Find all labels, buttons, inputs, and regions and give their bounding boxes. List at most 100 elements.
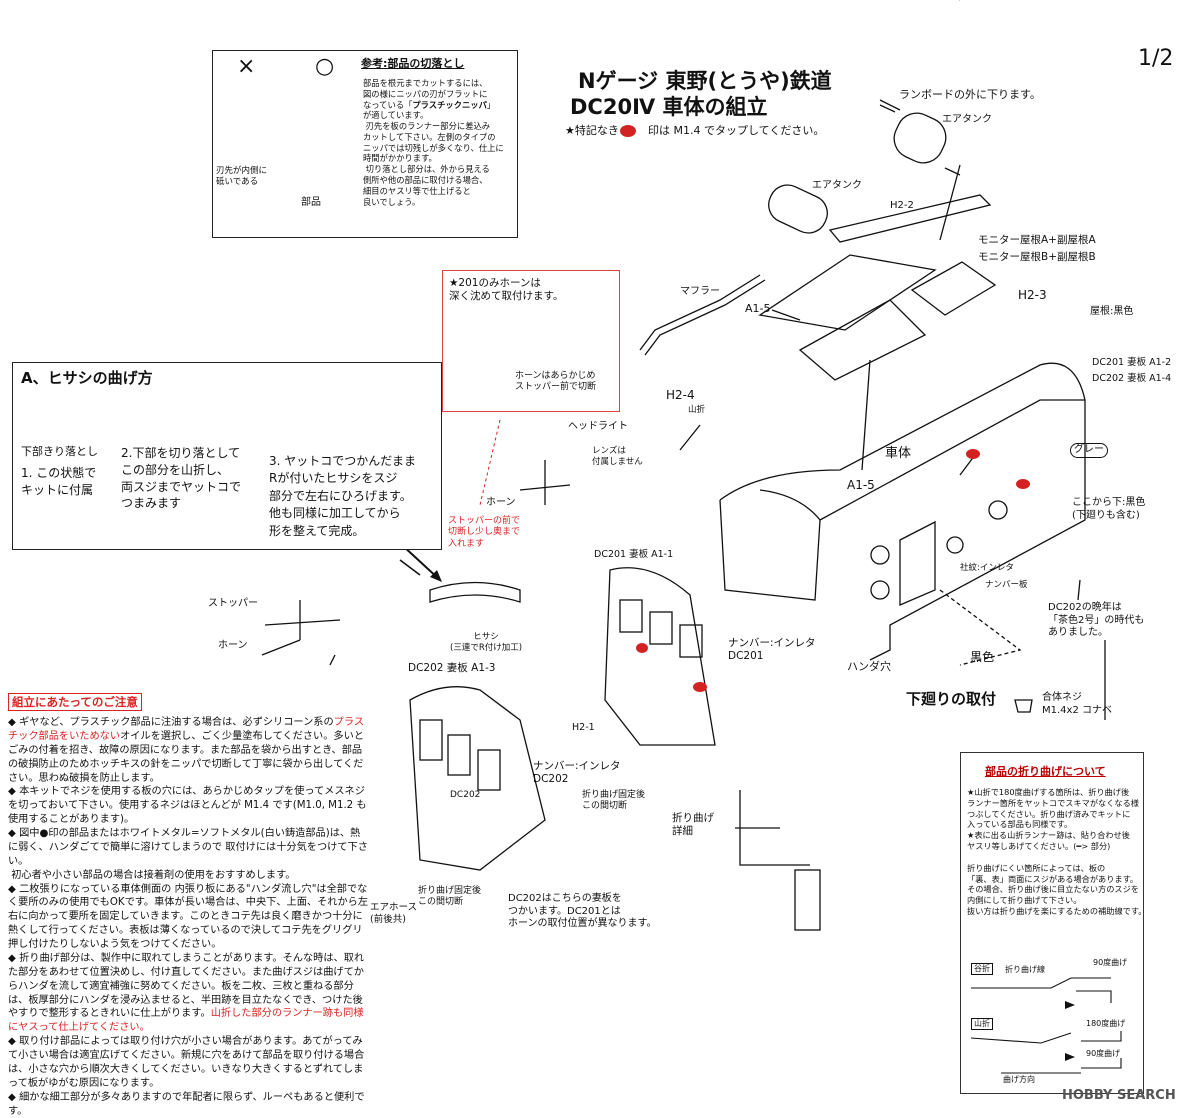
label-dc202-a13: DC202 妻板 A1-3 <box>408 662 496 674</box>
bend-illustration <box>970 977 1122 1074</box>
label-muffler: マフラー <box>680 286 720 297</box>
tap-markers <box>620 125 1030 692</box>
monitor-roof-a <box>798 299 927 381</box>
horn-sketch-left <box>261 600 341 656</box>
label-company-mark: 社紋:インレタ <box>960 563 1014 573</box>
bend-text-line: その場合、折り曲げ後に目立たない方のスジを <box>967 884 1139 895</box>
label-dc202-small: DC202 <box>450 790 481 800</box>
note-item: ◆ 図中●印の部品またはホワイトメタル=ソフトメタル(白い鋳造部品)は、熱に弱く… <box>8 828 368 881</box>
bend-tani-label: 谷折 <box>971 963 993 975</box>
hisashi-step2: 2.下部を切り落として この部分を山折し、 両スジまでヤットコで つまみます <box>121 446 242 511</box>
label-body: 車体 <box>885 446 912 461</box>
end-plate-dc201 <box>604 567 716 746</box>
page-number: 1/2 <box>1138 46 1174 71</box>
runboard <box>828 194 992 243</box>
label-stopper: ストッパー <box>208 598 258 609</box>
reference-heading: 参考:部品の切落とし <box>361 57 465 70</box>
label-late-color: DC202の晩年は 「茶色2号」の時代も ありました。 <box>1048 602 1145 638</box>
bend-text-line: ランナー箇所をヤットコでスキマがなくなる様 <box>967 797 1139 808</box>
bend-text-line: 折り曲げにくい箇所によっては、板の <box>967 862 1106 873</box>
label-combined-screw: 合体ネジ M1.4x2 コナベ <box>1042 692 1112 716</box>
bending-instructions-box: 部品の折り曲げについて ★山折で180度曲げする箇所は、折り曲げ後ランナー箇所を… <box>960 752 1146 1094</box>
mark-x: × <box>237 54 256 79</box>
label-h2-1: H2-1 <box>572 722 595 733</box>
hisashi-step3: 3. ヤットコでつかんだまま Rが付いたヒサシをスジ 部分で左右にひろげます。 … <box>269 454 417 538</box>
hisashi-part <box>429 581 521 603</box>
label-cut-after-bend-2: 折り曲げ固定後 この間切断 <box>418 886 482 908</box>
bend-text-line: ★表に出る山折ランナー跡は、貼り合わせ後 <box>967 830 1130 841</box>
label-number-plate: ナンバー板 <box>985 580 1028 590</box>
label-black: 黒色 <box>970 650 995 664</box>
locomotive-body <box>719 0 1086 661</box>
note-item: ◆ 本キットでネジを使用する板の穴には、あらかじめタップを使ってメスネジを切って… <box>8 786 367 826</box>
label-number-inleta-201: ナンバー:インレタ DC201 <box>728 637 816 663</box>
bend-180-label: 180度曲げ <box>1086 1019 1126 1028</box>
bend-text-line: つぶしてください。折り曲げ済みでキットに <box>967 808 1131 819</box>
notes-list: ◆ ギヤなど、プラスチック部品に注油する場合は、必ずシリコーン系のプラスチック部… <box>8 716 370 1118</box>
label-a1-5-top: A1-5 <box>745 302 771 315</box>
bend-direction-label: 曲げ方向 <box>1003 1075 1035 1084</box>
end-plate-dc202 <box>409 686 546 871</box>
label-stopper-note: ストッパーの前で 切断し少し奥まで 入れます <box>448 516 521 549</box>
label-dc202-end: DC202 妻板 A1-4 <box>1092 373 1172 384</box>
bend-text-line: 抜い方は折り曲げを楽にするための補助線です。 <box>967 906 1147 917</box>
tap-note-suffix: 印は M1.4 でタップしてください。 <box>648 124 825 137</box>
label-horn-2: ホーン <box>218 640 248 651</box>
bend-text-line: 内側にして折り曲げて下さい。 <box>967 895 1082 906</box>
label-underframe: 下廻りの取付 <box>906 690 997 708</box>
roof-plate-a15 <box>758 254 937 331</box>
bend-text-line: 入っている部品も同様です。 <box>967 819 1073 830</box>
bend-text-line: ヤスリ等しあげてください。(━> 部分) <box>967 841 1111 852</box>
page-subtitle: DC20Ⅳ 車体の組立 <box>570 95 768 119</box>
hisashi-heading: A、ヒサシの曲げ方 <box>21 369 153 387</box>
label-bend-detail: 折り曲げ 詳細 <box>672 812 714 838</box>
label-h2-4: H2-4 <box>666 388 695 402</box>
horn-sketch-mid <box>519 460 571 505</box>
air-tank-left <box>768 184 828 234</box>
label-air-hose: エアホース (前後共) <box>370 902 418 925</box>
label-air-tank-2: エアタンク <box>812 180 862 191</box>
hisashi-step1: 1. この状態で キットに付属 <box>21 466 97 498</box>
label-runboard: ランボードの外に下ります。 <box>899 88 1041 101</box>
horn-cut-note: ホーンはあらかじめ ストッパー前で切断 <box>515 371 597 393</box>
label-hisashi-part: ヒサシ (三連でR付け加工) <box>450 632 523 653</box>
bend-text-line: ★山折で180度曲げする箇所は、折り曲げ後 <box>967 787 1130 797</box>
mark-o: ○ <box>315 54 335 79</box>
page-title: Nゲージ 東野(とうや)鉄道 <box>578 69 832 93</box>
label-cut-after-bend: 折り曲げ固定後 この間切断 <box>582 790 646 812</box>
label-gray: グレー <box>1070 443 1108 458</box>
horn-note-box: ★201のみホーンは 深く沈めて取付けます。 ホーンはあらかじめ ストッパー前で… <box>442 270 620 412</box>
monitor-roof-b <box>910 261 997 316</box>
label-solder-hole: ハンダ穴 <box>847 660 891 673</box>
screw-part <box>1014 699 1033 713</box>
horn-note-text: ★201のみホーンは 深く沈めて取付けます。 <box>449 277 564 303</box>
note-item: ◆ 取り付け部品によっては取り付け穴が小さい場合があります。あてがってみて小さい… <box>8 1036 365 1089</box>
bend-text: ★山折で180度曲げする箇所は、折り曲げ後ランナー箇所をヤットコでスキマがなくな… <box>967 787 1146 917</box>
label-monitor-b: モニター屋根B+副屋根B <box>978 251 1096 263</box>
label-h2-3: H2-3 <box>1018 288 1047 302</box>
bend-detail-sketch <box>735 790 810 866</box>
bend-90b-label: 90度曲げ <box>1086 1049 1121 1058</box>
bend-yama-label: 山折 <box>971 1018 993 1030</box>
bend-heading: 部品の折り曲げについて <box>985 765 1106 778</box>
label-h2-2: H2-2 <box>890 200 914 211</box>
tap-marker-legend <box>620 125 636 137</box>
label-dc201-a11: DC201 妻板 A1-1 <box>594 549 674 560</box>
reference-cutting-box: × ○ 刃先が内側に 砥いである 部品 参考:部品の切落とし 部品を根元までカッ… <box>212 50 518 238</box>
bend-detail-block <box>794 869 821 931</box>
watermark: HOBBY SEARCH <box>1062 1088 1176 1103</box>
label-below-black: ここから下:黒色 (下廻りも含む) <box>1072 497 1146 521</box>
label-dc202-note: DC202はこちらの妻板を つかいます。DC201とは ホーンの取付位置が異なり… <box>508 893 657 929</box>
hisashi-bending-box: A、ヒサシの曲げ方 下部きり落とし 1. この状態で キットに付属 2.下部を切… <box>12 362 442 550</box>
tap-note-prefix: ★特記なき <box>565 124 619 137</box>
label-number-inleta-202: ナンバー:インレタ DC202 <box>533 760 621 786</box>
note-item: ◆ 二枚張りになっている車体側面の 内張り板にある"ハンダ流し穴"は全部でなく要… <box>8 883 369 951</box>
label-a1-5-mid: A1-5 <box>847 478 875 492</box>
label-dc201-end: DC201 妻板 A1-2 <box>1092 357 1172 368</box>
label-horn: ホーン <box>486 497 516 508</box>
notes-heading: 組立にあたってのご注意 <box>8 693 142 712</box>
note-item: ◆ 細かな細工部分が多々ありますので年配者に限らず、ルーペもあると便利です。 <box>8 1091 365 1117</box>
label-lens: レンズは 付属しません <box>592 446 643 467</box>
bend-line-label: 折り曲げ線 <box>1005 965 1045 974</box>
label-monitor-a: モニター屋根A+副屋根A <box>978 234 1096 246</box>
